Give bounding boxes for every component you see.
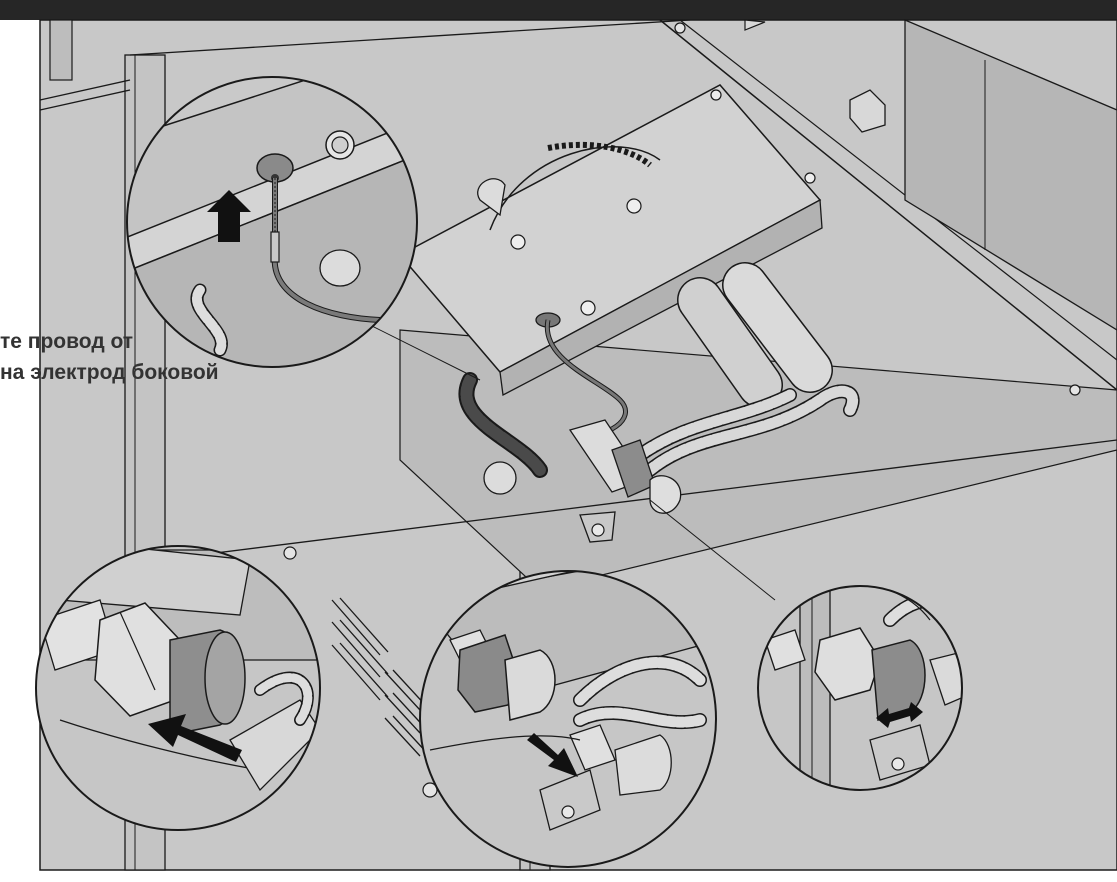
detail-circle-electrode <box>126 76 418 368</box>
gas-pipes <box>677 262 833 408</box>
caption-line-1: те провод от <box>0 330 134 353</box>
arrow-left-icon <box>148 714 242 762</box>
arrow-diagonal-icon <box>527 733 578 777</box>
small-nuts <box>283 22 1081 798</box>
instruction-caption: те провод от на электрод боковой <box>0 326 219 388</box>
flexible-hoses <box>458 319 860 478</box>
arrow-up-icon <box>207 190 251 242</box>
detail-circle-fitting-right <box>757 585 963 791</box>
arrow-double-icon <box>876 702 923 728</box>
caption-line-2: на электрод боковой <box>0 361 219 384</box>
top-bar <box>0 0 1117 20</box>
connector-fittings <box>483 419 682 543</box>
detail-circle-fitting-left <box>35 545 321 831</box>
burner-plate <box>398 84 823 397</box>
